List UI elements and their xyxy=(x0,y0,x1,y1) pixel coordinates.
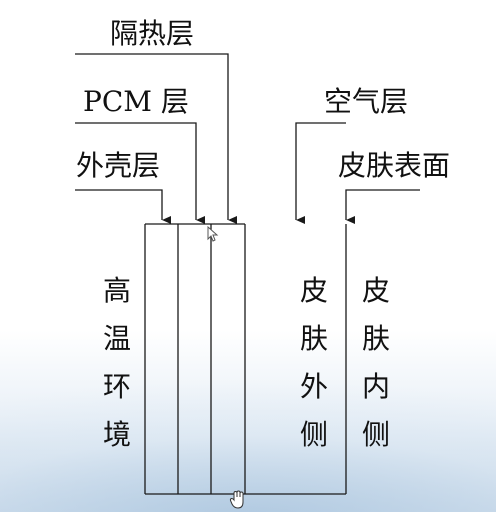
pcm-layer-label: PCM 层 xyxy=(83,85,189,118)
hand-cursor-icon xyxy=(229,490,244,509)
shell-leader-line xyxy=(75,189,171,224)
air-layer-label: 空气层 xyxy=(324,85,409,118)
char: 外 xyxy=(300,370,329,403)
shell-layer-label: 外壳层 xyxy=(76,149,161,182)
char: 环 xyxy=(103,370,132,403)
char: 肤 xyxy=(300,322,329,355)
insulation-leader-line xyxy=(75,53,237,224)
air-leader-line xyxy=(295,122,346,224)
skin-surface-leader-line xyxy=(345,189,420,224)
insulation-layer-label: 隔热层 xyxy=(110,17,195,50)
char: 侧 xyxy=(300,418,329,451)
char: 境 xyxy=(103,418,132,451)
char: 高 xyxy=(103,274,132,307)
skin-surface-label: 皮肤表面 xyxy=(338,149,451,182)
skin-inner-side-text: 皮 肤 内 侧 xyxy=(362,274,390,452)
char: 内 xyxy=(362,370,391,403)
char: 皮 xyxy=(300,274,329,307)
char: 肤 xyxy=(362,322,391,355)
char: 温 xyxy=(103,322,132,355)
char: 皮 xyxy=(362,274,391,307)
high-temp-environment-text: 高 温 环 境 xyxy=(103,274,131,452)
skin-outer-side-text: 皮 肤 外 侧 xyxy=(300,274,328,452)
mouse-pointer-icon xyxy=(207,226,219,242)
char: 侧 xyxy=(362,418,391,451)
pcm-leader-line xyxy=(75,122,205,224)
